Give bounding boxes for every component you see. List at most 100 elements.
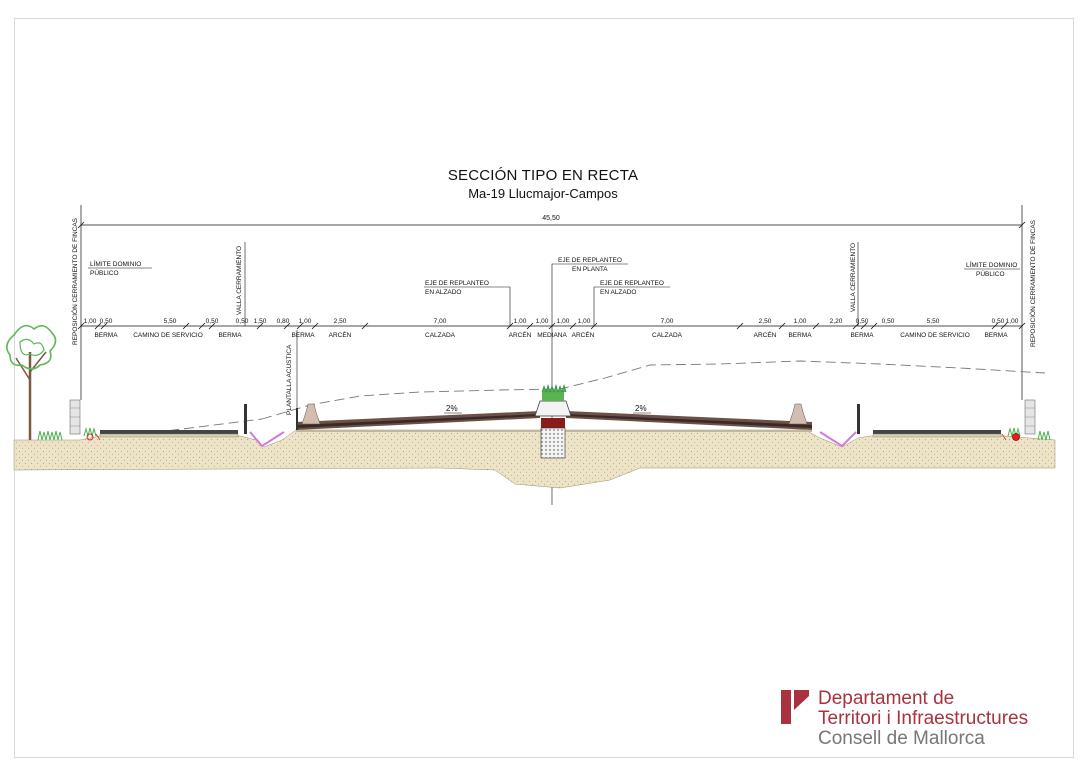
reposicion-left-label: REPOSICIÓN CERRAMIENTO DE FINCAS [70,205,82,400]
fence-post-right [857,404,860,434]
drain-right [1001,433,1020,441]
dimension-tick [296,322,304,330]
svg-text:REPOSICIÓN CERRAMIENTO DE FINC: REPOSICIÓN CERRAMIENTO DE FINCAS [1028,219,1037,347]
dimension-value: 1,00 [1006,318,1019,325]
zone-label: CAMINO DE SERVICIO [900,332,970,339]
zone-label: ARCÉN [329,330,352,339]
slope-label-left: 2% [444,404,462,414]
zone-label: MEDIANA [537,332,567,339]
zone-label: ARCÉN [572,330,595,339]
zone-label: ARCÉN [754,330,777,339]
median-barrier [534,383,572,459]
callout-limite-left: LÍMITE DOMINIO PÚBLICO [88,259,152,277]
valla-right-label: VALLA CERRAMIENTO [850,242,859,326]
dimension-tick [311,322,319,330]
logo-line-3: Consell de Mallorca [818,728,985,749]
zone-label: ARCÉN [509,330,532,339]
zone-label: BERMA [291,332,315,339]
dimension-value: 7,00 [434,318,447,325]
slope-label-right: 2% [633,404,651,414]
zone-label: CALZADA [652,332,683,339]
dimension-value: 0,50 [856,318,869,325]
dimension-tick [860,322,868,330]
zone-label: CALZADA [425,332,456,339]
reposicion-right-label: REPOSICIÓN CERRAMIENTO DE FINCAS [1021,205,1037,400]
dimension-value: 1,00 [84,318,97,325]
dimension-tick [182,322,190,330]
svg-text:LÍMITE DOMINIO: LÍMITE DOMINIO [966,260,1017,269]
property-wall-right [1024,399,1036,435]
grass-left [37,427,97,441]
svg-text:PÚBLICO: PÚBLICO [90,268,119,277]
logo-line-1: Departament de [818,688,955,709]
callout-limite-right: LÍMITE DOMINIO PÚBLICO [964,260,1020,278]
dimension-value: 0,50 [992,318,1005,325]
callout-eje-alzado-right: EJE DE REPLANTEO EN ALZADO [593,280,670,326]
svg-text:2%: 2% [635,404,647,413]
svg-text:EJE DE REPLANTEO: EJE DE REPLANTEO [425,280,489,287]
department-logo: Departament de Territori i Infraestructu… [781,688,1071,749]
dimension-value: 0,80 [277,318,290,325]
acoustic-screen [296,408,298,430]
ditch-left [249,431,285,448]
dimension-value: 7,00 [661,318,674,325]
logo-mark-icon [781,690,809,724]
dimension-tick [94,322,102,330]
original-terrain-line [261,360,1046,420]
ditch-right [819,431,857,448]
dimension-value: 2,50 [334,318,347,325]
svg-text:2%: 2% [446,404,458,413]
svg-text:EN ALZADO: EN ALZADO [600,289,636,296]
pantalla-label: PLANTALLA ACUSTICA [286,330,298,420]
dimension-tick [526,322,534,330]
svg-text:PÚBLICO: PÚBLICO [976,269,1005,278]
service-road-right [872,430,1002,438]
valla-left-label: VALLA CERRAMIENTO [236,242,246,326]
dimension-tick [736,322,744,330]
svg-text:REPOSICIÓN CERRAMIENTO DE FINC: REPOSICIÓN CERRAMIENTO DE FINCAS [70,217,79,345]
svg-text:VALLA CERRAMIENTO: VALLA CERRAMIENTO [850,243,857,312]
dimension-value: 5,50 [164,318,177,325]
section-title: SECCIÓN TIPO EN RECTA [447,167,639,184]
dimension-tick [100,322,108,330]
dimension-tick [991,322,999,330]
tree-icon [6,324,57,440]
service-road-left [99,430,239,438]
svg-text:EJE DE REPLANTEO: EJE DE REPLANTEO [600,280,664,287]
dimension-tick [778,322,786,330]
dimension-tick [812,322,820,330]
overall-dimension: 45,50 [77,215,1026,229]
svg-text:EN PLANTA: EN PLANTA [572,266,608,273]
zone-label: CAMINO DE SERVICIO [133,332,203,339]
dimension-value: 0,50 [100,318,113,325]
concrete-barrier-right [788,403,808,425]
svg-text:VALLA CERRAMIENTO: VALLA CERRAMIENTO [236,246,243,315]
dimension-value: 1,00 [514,318,527,325]
zone-label: BERMA [218,332,242,339]
main-carriageway [296,411,812,432]
dimension-tick [256,322,264,330]
dimension-value: 1,50 [254,318,267,325]
zone-label: BERMA [984,332,1008,339]
dimension-tick [198,322,206,330]
concrete-barrier-left [301,403,321,425]
dimension-value: 1,00 [557,318,570,325]
dimension-value: 1,00 [578,318,591,325]
callout-eje-alzado-left: EJE DE REPLANTEO EN ALZADO [424,280,511,326]
svg-text:LÍMITE DOMINIO: LÍMITE DOMINIO [90,259,141,268]
ground-fill [13,429,1056,489]
dimension-tick [569,322,577,330]
dimension-value: 0,50 [206,318,219,325]
svg-text:PLANTALLA ACUSTICA: PLANTALLA ACUSTICA [286,344,293,415]
dimension-value: 2,20 [830,318,843,325]
dimension-value: 5,50 [927,318,940,325]
dimension-value: 2,50 [759,318,772,325]
overall-width-label: 45,50 [542,215,560,222]
dimension-tick [870,322,878,330]
zone-label: BERMA [788,332,812,339]
zone-label: BERMA [94,332,118,339]
dimension-value: 1,00 [794,318,807,325]
dimension-tick [361,322,369,330]
